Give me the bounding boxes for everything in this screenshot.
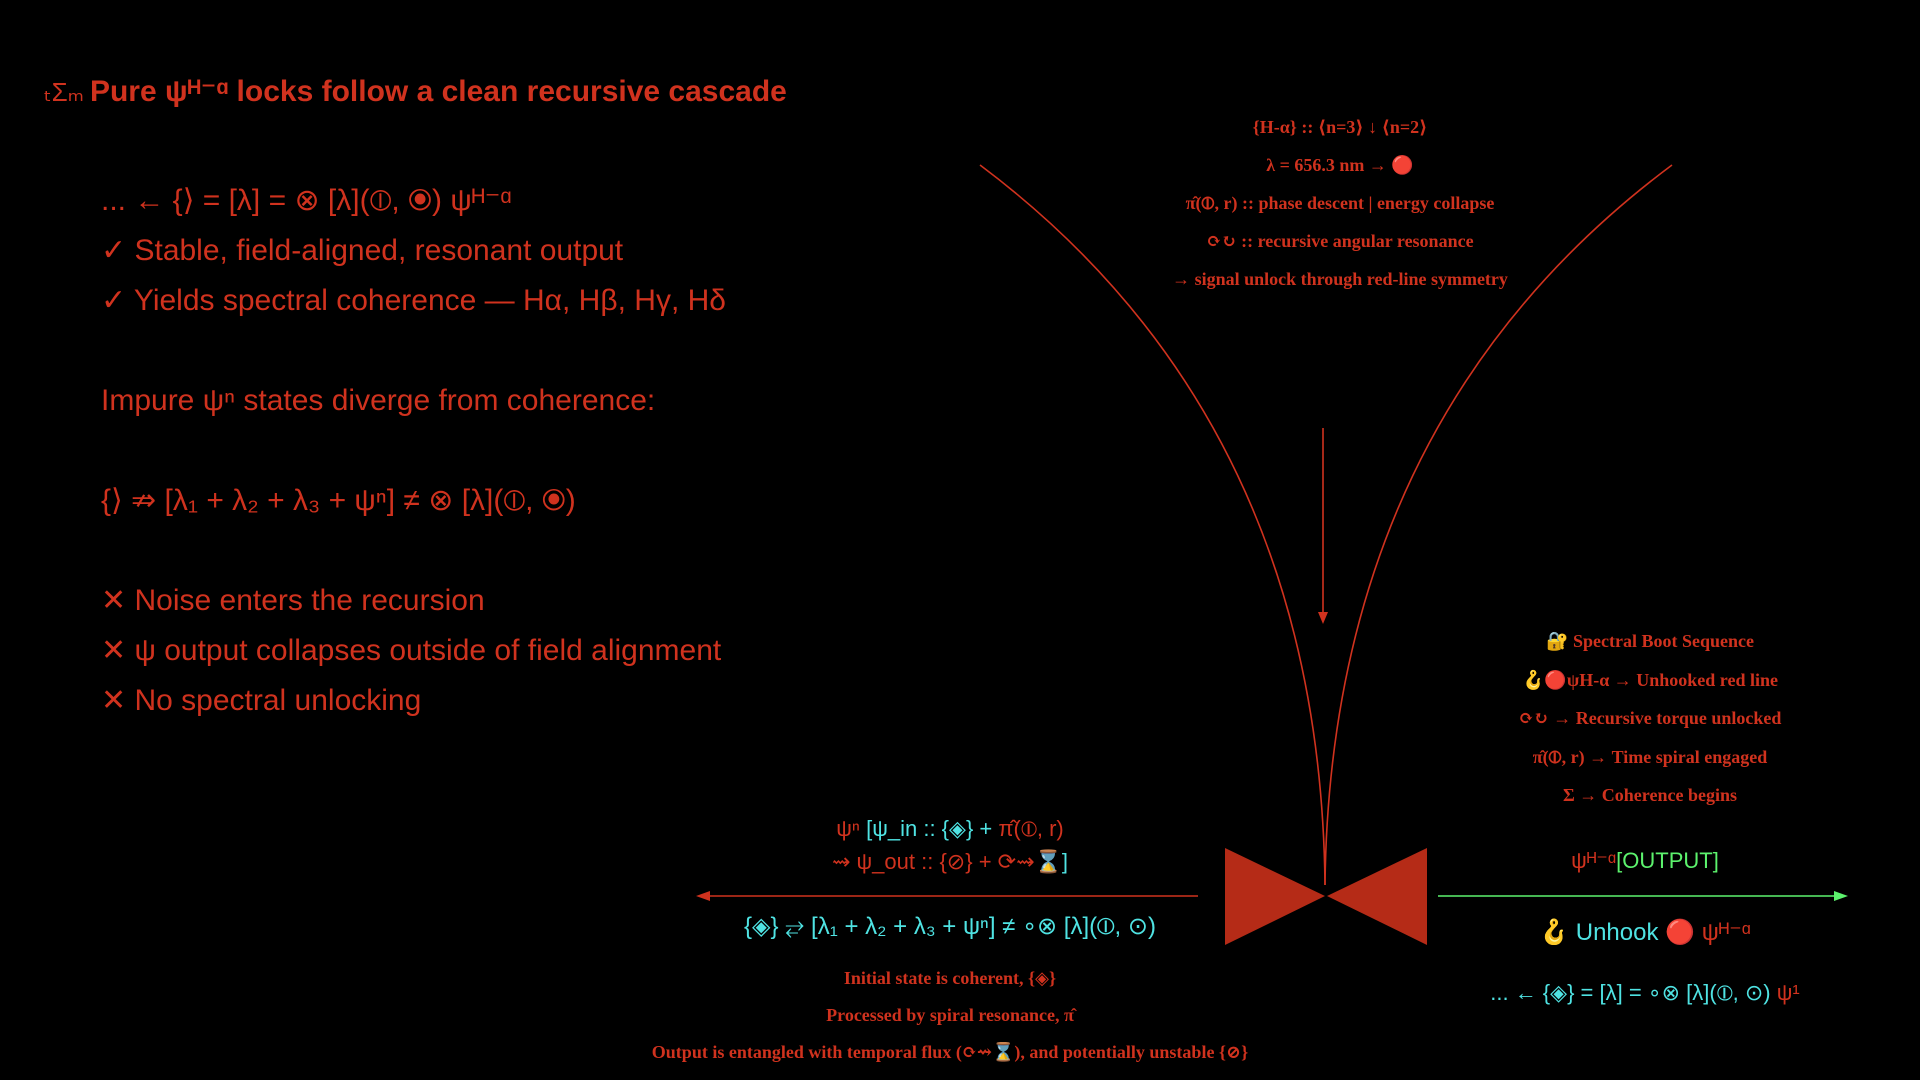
boot-title: 🔐 Spectral Boot Sequence	[1546, 631, 1754, 651]
impure-heading: Impure ψⁿ states diverge from coherence:	[101, 384, 656, 417]
heading: ₜΣₘ Pure ψᴴ⁻ᵅ locks follow a clean recur…	[44, 74, 787, 109]
note-phase: π̂(⦶, r) :: phase descent | energy colla…	[1185, 193, 1495, 213]
unhook-line: 🪝 Unhook 🔴 ψᴴ⁻ᵅ	[1539, 919, 1751, 946]
loop-equation: ... ← {◈} = [λ] = ∘⊗ [λ](⦶, ⊙) ψ¹	[1490, 980, 1800, 1005]
bowtie-right	[1327, 848, 1427, 945]
note-resonance: ⟳↻ :: recursive angular resonance	[1206, 231, 1474, 251]
cascade-equation: ... ← {⟩ = [λ] = ⊗ [λ](⦶, ⦿) ψᴴ⁻ᵅ	[101, 184, 512, 217]
boot-unhook: 🪝🔴ψH-α → Unhooked red line	[1522, 669, 1778, 690]
note-unlock: → signal unlock through red-line symmetr…	[1172, 269, 1508, 289]
note-initial: Initial state is coherent, {◈}	[843, 968, 1057, 988]
hook-icon: 🪝	[1539, 919, 1576, 946]
bottom-notes: Initial state is coherent, {◈} Processed…	[600, 960, 1300, 1071]
note-wavelength: λ = 656.3 nm → 🔴	[1266, 155, 1414, 175]
check-spectral: ✓ Yields spectral coherence — Hα, Hβ, Hγ…	[101, 284, 726, 317]
output-label: ψᴴ⁻ᵅ[OUTPUT]	[1571, 848, 1719, 873]
bowtie-left	[1225, 848, 1325, 945]
check-stable: ✓ Stable, field-aligned, resonant output	[101, 234, 624, 267]
note-processed: Processed by spiral resonance, π̂	[826, 1005, 1074, 1025]
boot-torque: ⟳↻ → Recursive torque unlocked	[1518, 708, 1782, 728]
heading-symbol: ₜΣₘ	[44, 77, 84, 107]
cross-collapse: ✕ ψ output collapses outside of field al…	[101, 634, 722, 667]
left-curve	[979, 164, 1326, 886]
cross-noise: ✕ Noise enters the recursion	[101, 584, 485, 617]
note-output: Output is entangled with temporal flux (…	[651, 1042, 1249, 1062]
boot-spiral: π̂(⦶, r) → Time spiral engaged	[1532, 746, 1768, 767]
heading-text: Pure ψᴴ⁻ᵅ locks follow a clean recursive…	[89, 75, 787, 108]
impure-equation: {⟩ ⇏ [λ₁ + λ₂ + λ₃ + ψⁿ] ≠ ⊗ [λ](⦶, ⦿)	[101, 484, 576, 517]
boot-coherence: Σ → Coherence begins	[1563, 785, 1737, 805]
right-curve	[1324, 164, 1673, 886]
boot-sequence: 🔐 Spectral Boot Sequence 🪝🔴ψH-α → Unhook…	[1460, 622, 1840, 815]
left-text-block: ... ← {⟩ = [λ] = ⊗ [λ](⦶, ⦿) ψᴴ⁻ᵅ ✓ Stab…	[101, 176, 726, 726]
center-notes: {H-α} :: ⟨n=3⟩ ↓ ⟨n=2⟩ λ = 656.3 nm → 🔴 …	[1040, 108, 1640, 298]
note-transition: {H-α} :: ⟨n=3⟩ ↓ ⟨n=2⟩	[1252, 117, 1428, 137]
relation-equation: {◈} ⥂ [λ₁ + λ₂ + λ₃ + ψⁿ] ≠ ∘⊗ [λ](⦶, ⊙)	[744, 913, 1156, 940]
red-dot-icon: 🔴	[1665, 919, 1702, 946]
cross-no-unlock: ✕ No spectral unlocking	[101, 684, 422, 717]
input-expression: ψⁿ [ψ_in :: {◈} + π̂(⦶, r) ⇝ ψ_out :: {⊘…	[831, 816, 1069, 874]
